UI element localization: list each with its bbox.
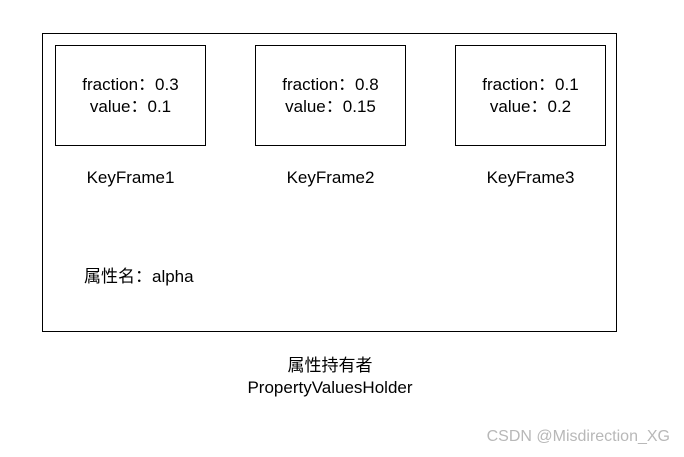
keyframe-3-label: KeyFrame3: [486, 168, 575, 187]
keyframe-2-box: fraction：0.8 value：0.15: [255, 45, 406, 146]
keyframe-1-box: fraction：0.3 value：0.1: [55, 45, 206, 146]
keyframe-1-value: value：0.1: [89, 96, 172, 116]
keyframe-3-value: value：0.2: [489, 96, 572, 116]
keyframe-2-value: value：0.15: [285, 96, 376, 116]
diagram-caption: 属性持有者 PropertyValuesHolder: [200, 355, 460, 399]
keyframe-3-fraction: fraction：0.1: [482, 74, 579, 94]
keyframe-2-label: KeyFrame2: [286, 168, 375, 187]
caption-line-1: 属性持有者: [287, 356, 373, 375]
property-name: 属性名：alpha: [84, 267, 194, 286]
keyframe-1-fraction: fraction：0.3: [82, 74, 179, 94]
watermark: CSDN @Misdirection_XG: [486, 428, 670, 445]
property-values-holder-box: [42, 33, 617, 332]
keyframe-1-label: KeyFrame1: [86, 168, 175, 187]
caption-line-2: PropertyValuesHolder: [247, 378, 413, 397]
keyframe-2-fraction: fraction：0.8: [282, 74, 379, 94]
keyframe-3-box: fraction：0.1 value：0.2: [455, 45, 606, 146]
